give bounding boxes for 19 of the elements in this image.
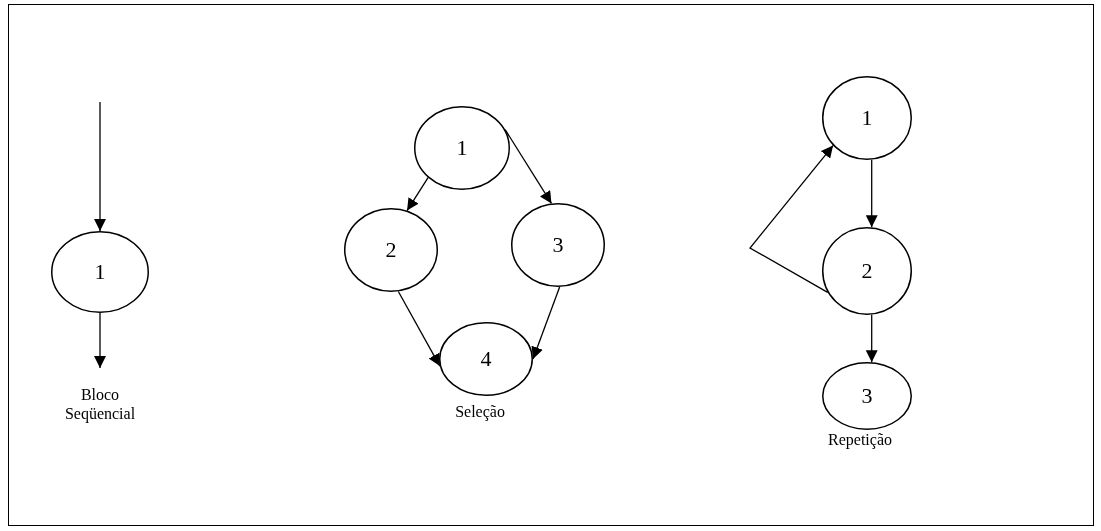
arrow	[749, 144, 834, 293]
node-number: 1	[93, 260, 107, 284]
arrow	[865, 159, 878, 228]
structure-caption: Seleção	[454, 402, 506, 421]
arrow	[531, 286, 561, 360]
node-number: 4	[479, 347, 493, 371]
arrow	[94, 101, 106, 232]
structure-caption: Repetição	[827, 430, 893, 449]
node-number: 2	[384, 238, 398, 262]
node-number: 1	[860, 106, 874, 130]
arrow	[397, 290, 441, 367]
node-number: 1	[455, 136, 469, 160]
arrow	[406, 177, 429, 212]
arrow	[865, 314, 878, 363]
structure-caption: Bloco Seqüencial	[63, 385, 137, 423]
node-number: 3	[860, 384, 874, 408]
arrow	[94, 312, 106, 369]
node-number: 3	[551, 233, 565, 257]
node-number: 2	[860, 259, 874, 283]
